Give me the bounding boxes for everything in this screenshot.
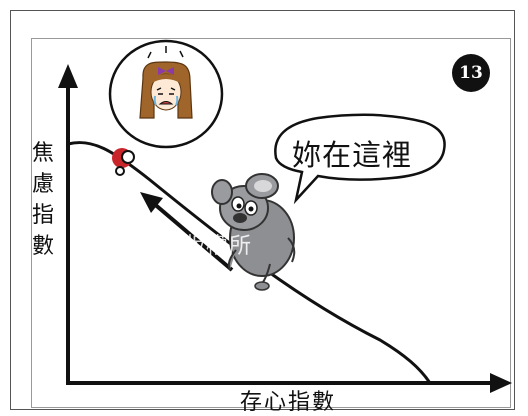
panel-number: 13: [459, 63, 483, 83]
y-axis-label-char: 指: [31, 203, 54, 228]
speech-text: 妳在這裡: [292, 138, 413, 172]
y-axis-label-char: 數: [31, 234, 54, 259]
x-axis-label: 存心指數: [240, 390, 337, 415]
koala-icon: [211, 173, 296, 291]
direction-arrow-head: [140, 192, 163, 213]
illustration: [58, 39, 512, 393]
x-axis-arrowhead: [490, 373, 512, 393]
y-axis-label-char: 慮: [31, 172, 54, 197]
watermark: 版權所: [183, 234, 253, 259]
y-axis-label-char: 焦: [31, 141, 54, 166]
speech-bubble: [274, 113, 446, 205]
worried-girl-icon: [139, 46, 193, 119]
direction-arrow-shaft: [150, 200, 234, 272]
panel-number-badge: 13: [452, 54, 490, 92]
y-axis-label: 焦 慮 指 數: [29, 138, 57, 262]
y-axis-arrowhead: [58, 64, 78, 88]
